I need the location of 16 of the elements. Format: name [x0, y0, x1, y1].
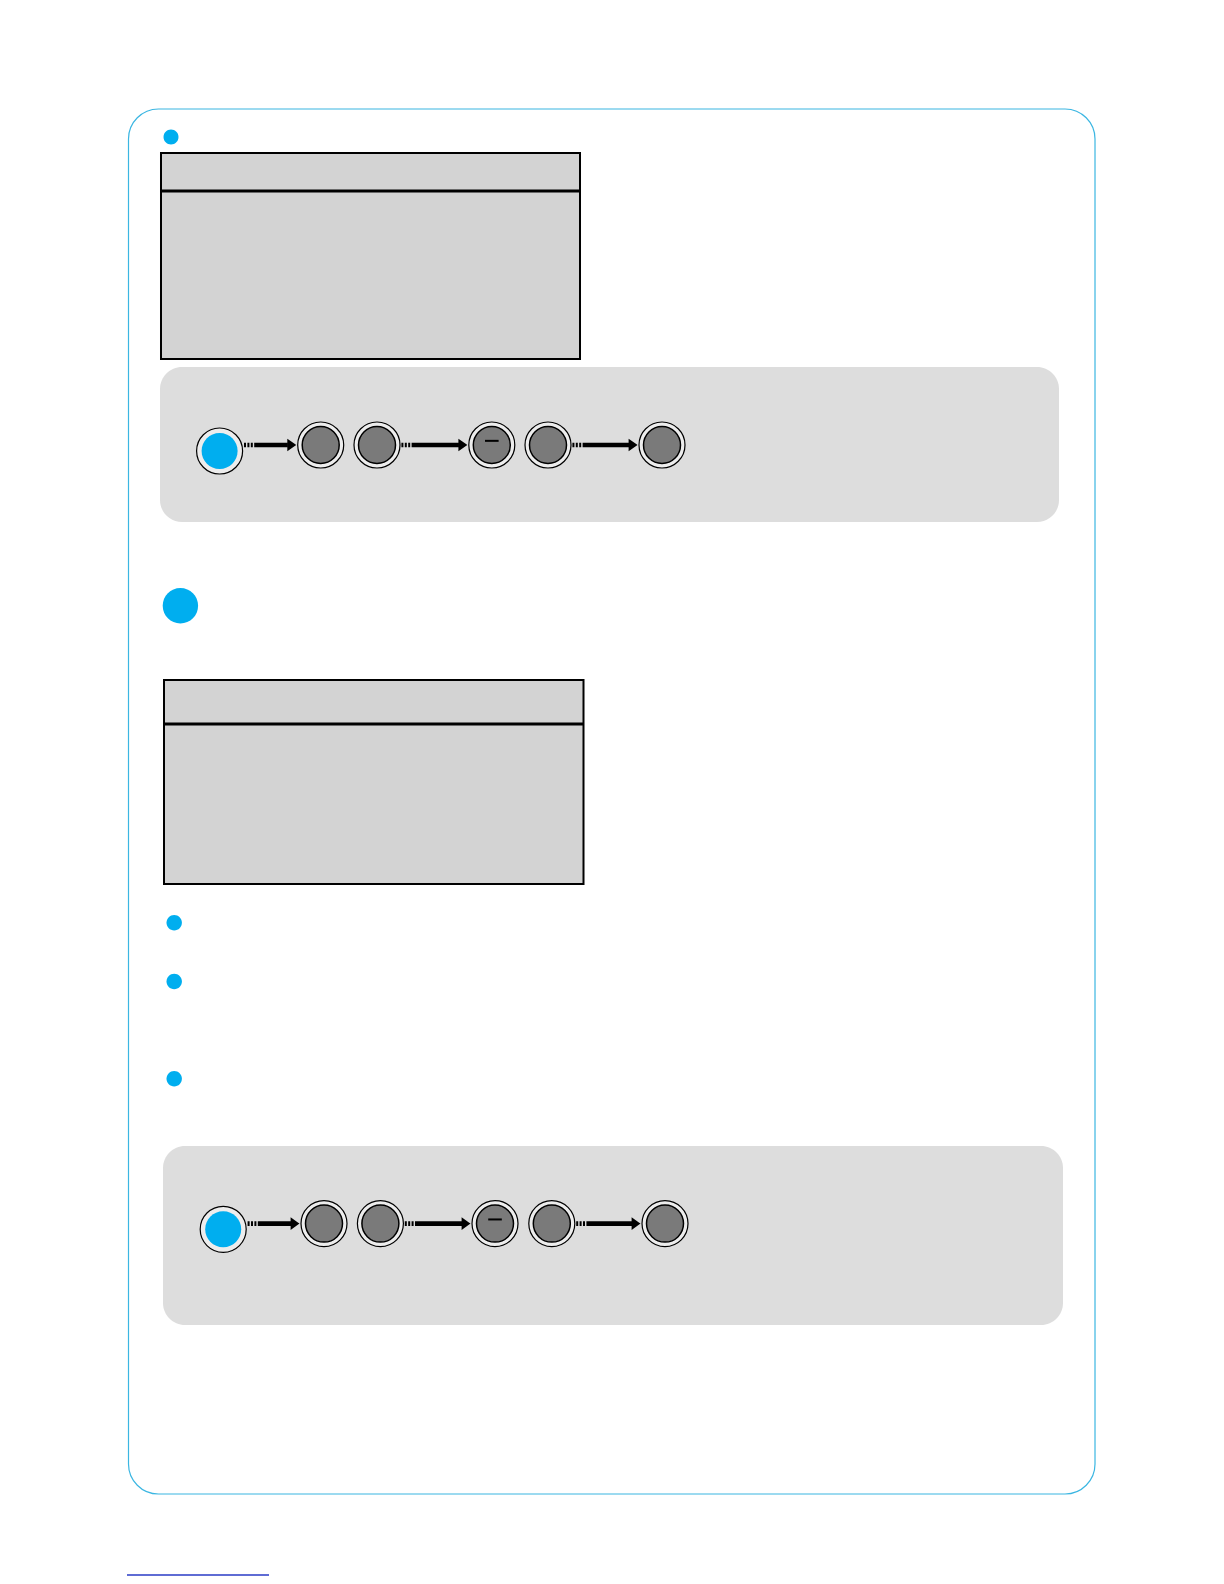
display-screen	[160, 152, 581, 360]
display-screen	[163, 679, 585, 885]
button-panel	[163, 1146, 1063, 1325]
round-button	[638, 421, 686, 469]
minus-button: −	[468, 421, 516, 469]
round-button	[196, 427, 244, 475]
round-button	[356, 1200, 404, 1248]
round-button	[300, 1200, 348, 1248]
round-button	[199, 1205, 247, 1253]
minus-button: −	[471, 1200, 519, 1248]
round-button	[524, 421, 572, 469]
round-button	[641, 1200, 689, 1248]
round-button	[353, 421, 401, 469]
button-panel	[160, 367, 1059, 522]
round-button	[528, 1200, 576, 1248]
round-button	[297, 421, 345, 469]
